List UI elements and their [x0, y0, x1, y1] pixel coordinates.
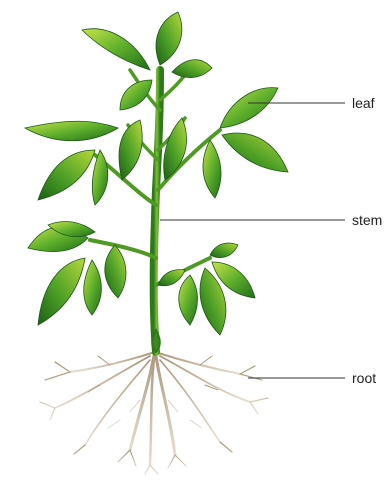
roots	[40, 350, 268, 474]
leaf-shape	[38, 150, 95, 200]
root-label: root	[352, 370, 376, 386]
leaf-shape	[38, 258, 85, 325]
leaf-label: leaf	[352, 95, 375, 111]
leaf-shape	[222, 133, 288, 172]
leaf-shape	[203, 140, 221, 198]
stem-label: stem	[352, 212, 382, 228]
leaf-shape	[179, 275, 198, 325]
leaf-shape	[84, 260, 102, 315]
stem	[90, 68, 220, 352]
leaf-shape	[92, 150, 108, 205]
leaf-shape	[158, 270, 185, 286]
leaf-shape	[25, 121, 118, 141]
leaf-shape	[164, 118, 187, 180]
leaf-shape	[210, 243, 238, 257]
leaf-shape	[220, 88, 278, 128]
leaf-shape	[120, 80, 152, 110]
leaf-shape	[82, 29, 150, 70]
leaf-shape	[105, 245, 126, 298]
leaf-shape	[119, 120, 142, 180]
leaf-shape	[156, 12, 182, 65]
leaf-shape	[172, 60, 212, 78]
